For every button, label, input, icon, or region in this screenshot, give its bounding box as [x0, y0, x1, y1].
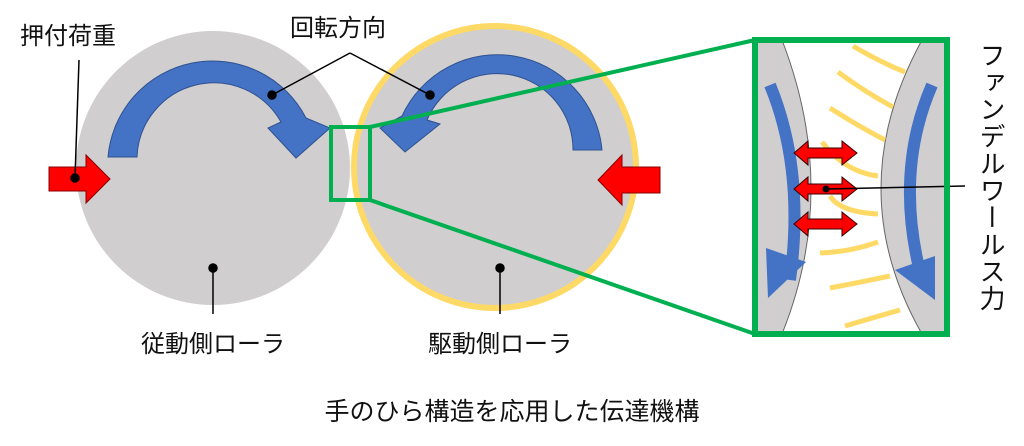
contact-detail-panel	[752, 37, 966, 337]
right-push-arrow	[597, 153, 661, 207]
van-der-waals-label: ファンデルワールス力	[975, 42, 1005, 312]
driven-rotation-arrow	[107, 60, 331, 159]
leader-lines	[70, 52, 505, 314]
caption: 手のひら構造を応用した伝達機構	[324, 397, 700, 426]
zoom-indicator	[329, 38, 756, 336]
pressing-load-label: 押付荷重	[20, 22, 116, 50]
driven-roller-label: 従動側ローラ	[141, 330, 285, 358]
rotation-direction-label: 回転方向	[290, 14, 386, 42]
drive-roller-label: 駆動側ローラ	[428, 330, 572, 358]
